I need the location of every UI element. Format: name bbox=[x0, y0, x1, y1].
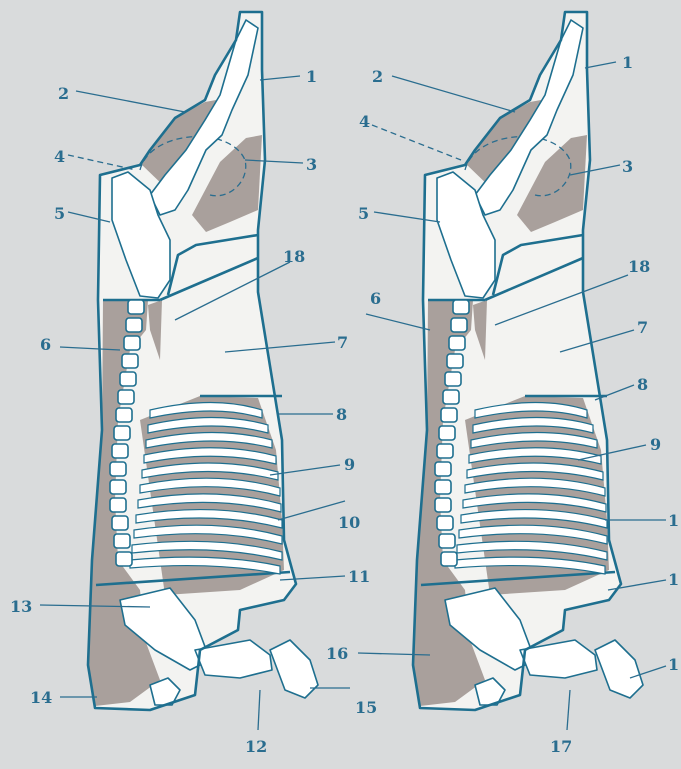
label-2: 2 bbox=[372, 67, 383, 86]
label-18: 18 bbox=[628, 257, 650, 276]
label-4: 4 bbox=[54, 147, 65, 166]
label-16: 16 bbox=[326, 644, 348, 663]
label-14: 14 bbox=[30, 688, 52, 707]
label-8: 8 bbox=[336, 405, 347, 424]
label-7: 7 bbox=[337, 333, 348, 352]
right-carcass: 1 2 3 4 5 6 7 8 9 1 1 1 16 17 18 bbox=[326, 12, 679, 756]
label-11-partial: 1 bbox=[668, 570, 679, 589]
label-13: 13 bbox=[10, 597, 32, 616]
label-11: 11 bbox=[348, 567, 370, 586]
label-12-partial: 1 bbox=[668, 655, 679, 674]
label-3: 3 bbox=[622, 157, 633, 176]
label-7: 7 bbox=[637, 318, 648, 337]
label-1: 1 bbox=[306, 67, 317, 86]
label-3: 3 bbox=[306, 155, 317, 174]
label-17: 17 bbox=[550, 737, 572, 756]
label-5: 5 bbox=[358, 204, 369, 223]
label-10: 10 bbox=[338, 513, 360, 532]
label-8: 8 bbox=[637, 375, 648, 394]
left-carcass: 1 2 3 4 5 6 7 8 9 10 11 12 13 14 15 18 bbox=[10, 12, 377, 756]
label-6: 6 bbox=[40, 335, 51, 354]
label-1: 1 bbox=[622, 53, 633, 72]
label-12: 12 bbox=[245, 737, 267, 756]
label-9: 9 bbox=[344, 455, 355, 474]
left-carcass-illustration bbox=[88, 12, 318, 710]
label-15: 15 bbox=[355, 698, 377, 717]
label-9: 9 bbox=[650, 435, 661, 454]
label-5: 5 bbox=[54, 204, 65, 223]
label-2: 2 bbox=[58, 84, 69, 103]
label-10-partial: 1 bbox=[668, 511, 679, 530]
label-4: 4 bbox=[359, 112, 370, 131]
right-carcass-illustration bbox=[413, 12, 643, 710]
label-6: 6 bbox=[370, 289, 381, 308]
label-18: 18 bbox=[283, 247, 305, 266]
